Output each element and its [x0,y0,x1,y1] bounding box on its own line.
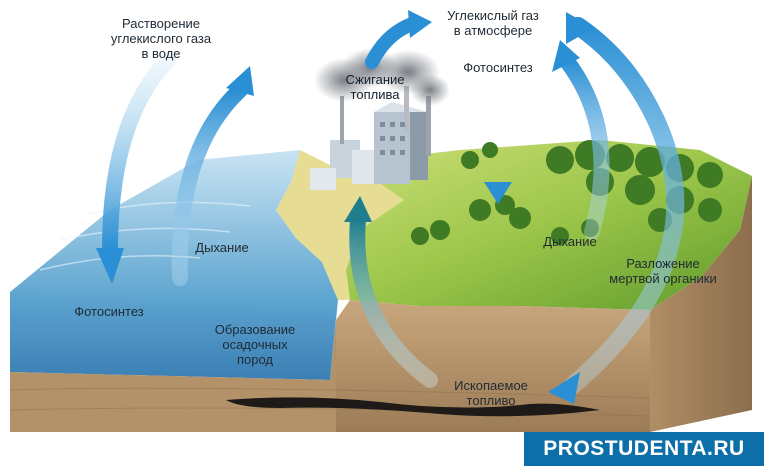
label-decomposition: Разложение мертвой органики [609,256,717,286]
arrow-dissolution [96,52,176,284]
arrow-fossil-fuel [344,196,438,388]
label-respiration-land: Дыхание [543,234,597,249]
smoke [314,48,450,106]
label-photosynthesis-water: Фотосинтез [74,304,144,319]
arrow-combustion [365,10,432,69]
watermark-logo[interactable]: PROSTUDENTA.RU [524,432,764,466]
power-plant [310,86,431,190]
label-atmosphere: Углекислый газ в атмосфере [447,8,539,38]
label-dissolution: Растворение углекислого газа в воде [110,16,212,61]
label-sediment: Образование осадочных пород [214,322,296,367]
beach [276,150,404,300]
label-photosynthesis-land: Фотосинтез [463,60,533,75]
label-respiration-water: Дыхание [195,240,249,255]
arrow-photosynthesis-land [484,80,512,204]
arrow-respiration-land [552,40,610,240]
arrow-decomposition [548,12,685,404]
arrow-respiration-water [171,66,254,286]
label-combustion: Сжигание топлива [345,72,405,102]
coal-seam [226,397,600,417]
label-fossil-fuel: Ископаемое топливо [454,378,528,408]
